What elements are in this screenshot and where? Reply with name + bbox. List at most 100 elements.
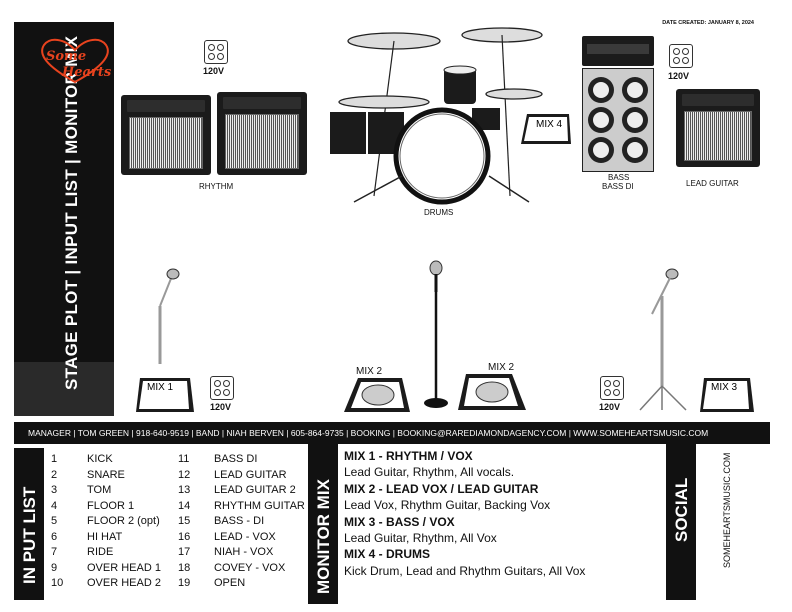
input-list-row: 6 HI HAT	[51, 530, 161, 546]
input-channel-number: 15	[178, 515, 191, 527]
contact-bar: MANAGER | TOM GREEN | 918-640-9519 | BAN…	[14, 422, 770, 444]
bass-cabinet	[582, 68, 654, 172]
power-outlet-icon	[669, 44, 693, 68]
input-list-row: 16 LEAD - VOX	[178, 530, 305, 546]
social-url: SOMEHEARTSMUSIC.COM	[722, 452, 732, 568]
input-list-row: 18 COVEY - VOX	[178, 561, 305, 577]
power-outlet-icon	[210, 376, 234, 400]
voltage-label: 120V	[203, 66, 225, 76]
svg-text:Hearts: Hearts	[61, 65, 112, 80]
input-list-row: 15 BASS - DI	[178, 514, 305, 530]
input-channel-number: 13	[178, 484, 191, 496]
input-source-name: BASS DI	[214, 453, 258, 465]
mix2-left-label: MIX 2	[356, 366, 383, 377]
input-channel-number: 1	[51, 453, 58, 465]
power-outlet-icon	[600, 376, 624, 400]
microphone-boom-stand-right-icon	[639, 268, 687, 411]
some-hearts-logo: Some Hearts	[41, 38, 112, 84]
voltage-label: 120V	[210, 402, 232, 412]
input-source-name: TOM	[87, 484, 112, 496]
input-channel-number: 3	[51, 484, 58, 496]
input-source-name: RIDE	[87, 546, 114, 558]
svg-text:Some: Some	[46, 49, 86, 64]
monitor-mix-list: MIX 1 - RHYTHM / VOX Lead Guitar, Rhythm,…	[344, 448, 585, 579]
input-channel-number: 17	[178, 546, 191, 558]
input-list-row: 19 OPEN	[178, 576, 305, 592]
input-source-name: LEAD GUITAR	[214, 468, 287, 481]
bass-label: BASS	[608, 173, 630, 182]
input-list-title-block: IN PUT LIST	[14, 448, 44, 600]
mix-heading: MIX 4 - DRUMS	[344, 547, 431, 562]
microphone-stand-left-icon	[158, 268, 180, 364]
mix-heading: MIX 2 - LEAD VOX / LEAD GUITAR	[344, 481, 539, 496]
mix4-monitor-wedge: MIX 4	[519, 110, 573, 146]
input-list-row: 12 LEAD GUITAR	[178, 468, 305, 484]
input-list-row: 11 BASS DI	[178, 452, 305, 468]
input-source-name: BASS - DI	[214, 515, 265, 527]
input-source-name: COVEY - VOX	[214, 561, 286, 574]
input-channel-number: 14	[178, 499, 191, 512]
input-source-name: LEAD GUITAR 2	[214, 484, 296, 496]
bass-head	[582, 36, 654, 66]
date-created: DATE CREATED: JANUARY 8, 2024	[662, 20, 754, 26]
input-list-row: 4 FLOOR 1	[51, 499, 161, 515]
input-channel-number: 5	[51, 515, 58, 527]
microphone-stand-center-icon	[424, 260, 448, 408]
input-source-name: FLOOR 1	[87, 499, 135, 512]
input-source-name: SNARE	[87, 468, 125, 481]
rhythm-amp-right	[217, 92, 307, 175]
monitor-mix-title: MONITOR MIX	[314, 479, 333, 594]
mix-heading: MIX 3 - BASS / VOX	[344, 514, 455, 529]
input-list-row: 17 NIAH - VOX	[178, 545, 305, 561]
input-channel-number: 6	[51, 530, 58, 543]
power-outlet-icon	[204, 40, 228, 64]
input-list-row: 9 OVER HEAD 1	[51, 561, 161, 577]
input-source-name: FLOOR 2 (opt)	[87, 515, 160, 527]
input-channel-number: 10	[51, 577, 64, 589]
mix-detail: Lead Guitar, Rhythm, All Vox	[344, 531, 497, 546]
mix3-monitor-wedge: MIX 3	[698, 374, 756, 414]
input-channel-number: 19	[178, 577, 191, 589]
rhythm-label: RHYTHM	[199, 182, 234, 191]
input-channel-number: 12	[178, 468, 191, 481]
bass-di-label: BASS DI	[602, 182, 634, 191]
input-channel-number: 18	[178, 561, 191, 574]
voltage-label: 120V	[668, 71, 690, 81]
bottom-section: IN PUT LIST 1 KICK 2 SNARE 3 TOM 4 FLOOR 1 5 FLOO…	[14, 444, 770, 604]
input-source-name: KICK	[87, 453, 113, 465]
page-title: STAGE PLOT | INPUT LIST | MONITOR MIX	[62, 35, 81, 390]
input-list-row: 5 FLOOR 2 (opt)	[51, 514, 161, 530]
input-list-row: 2 SNARE	[51, 468, 161, 484]
mix-heading: MIX 1 - RHYTHM / VOX	[344, 449, 473, 463]
input-list-row: 13 LEAD GUITAR 2	[178, 483, 305, 499]
input-source-name: OVER HEAD 2	[87, 577, 161, 589]
stage-plot-page: STAGE PLOT | INPUT LIST | MONITOR MIX So…	[14, 20, 770, 604]
input-channel-number: 2	[51, 468, 58, 481]
input-source-name: NIAH - VOX	[214, 546, 274, 558]
input-channel-number: 7	[51, 546, 58, 558]
input-source-name: LEAD - VOX	[214, 530, 276, 543]
rhythm-amp-left	[121, 95, 211, 175]
mix2-left-monitor-wedge	[344, 378, 410, 412]
input-channel-number: 16	[178, 530, 191, 543]
voltage-label: 120V	[599, 402, 621, 412]
mix-detail: Kick Drum, Lead and Rhythm Guitars, All …	[344, 563, 586, 578]
drum-kit-icon	[330, 27, 543, 205]
input-list-row: 7 RIDE	[51, 545, 161, 561]
input-source-name: OVER HEAD 1	[87, 561, 161, 574]
input-source-name: OPEN	[214, 577, 246, 589]
input-channel-number: 11	[178, 453, 190, 465]
input-source-name: RHYTHM GUITAR	[214, 499, 305, 512]
input-list-col1: 1 KICK 2 SNARE 3 TOM 4 FLOOR 1 5 FLOOR 2 (opt) 6 HI…	[51, 452, 161, 592]
input-channel-number: 4	[51, 499, 58, 512]
input-source-name: HI HAT	[87, 530, 123, 543]
mix-detail: Lead Vox, Rhythm Guitar, Backing Vox	[344, 498, 551, 513]
mix2-right-label: MIX 2	[488, 362, 515, 373]
input-channel-number: 9	[51, 561, 58, 574]
input-list-row: 3 TOM	[51, 483, 161, 499]
social-title-block: SOCIAL	[666, 444, 696, 600]
lead-guitar-amp	[676, 89, 760, 167]
input-list-col2: 11 BASS DI 12 LEAD GUITAR 13 LEAD GUITAR 2 14 R…	[178, 452, 305, 592]
social-title: SOCIAL	[672, 477, 691, 542]
drums-label: DRUMS	[424, 208, 454, 217]
